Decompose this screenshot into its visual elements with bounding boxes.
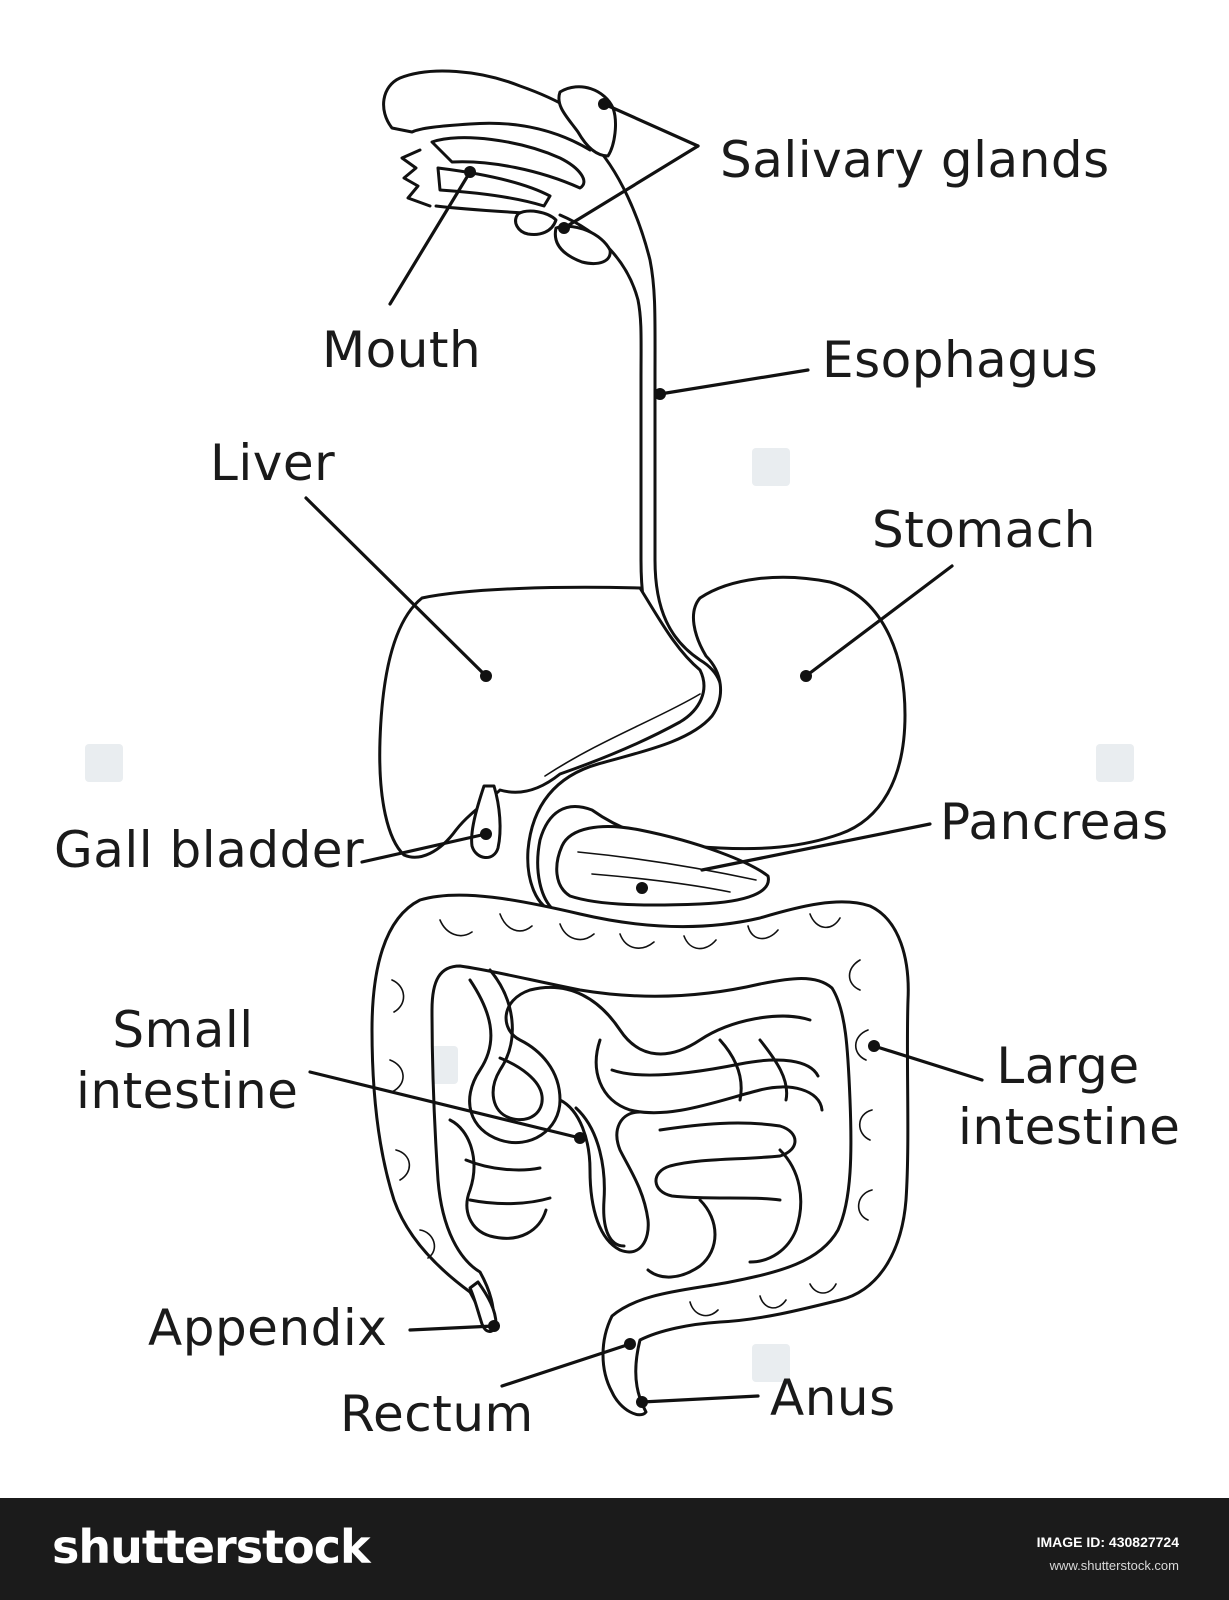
label-appendix: Appendix xyxy=(148,1299,388,1357)
pancreas-shape xyxy=(555,825,770,907)
label-stomach: Stomach xyxy=(872,501,1096,559)
shutterstock-logo: shutterstock xyxy=(52,1520,371,1574)
stomach-shape xyxy=(526,575,907,914)
label-mouth: Mouth xyxy=(322,321,482,379)
label-small-intestine-line-1: Small xyxy=(112,1001,254,1059)
label-small-intestine-line-2: intestine xyxy=(76,1062,299,1120)
label-anus: Anus xyxy=(770,1369,896,1427)
label-esophagus: Esophagus xyxy=(822,331,1099,389)
leader-dots xyxy=(464,98,880,1408)
label-gall-bladder: Gall bladder xyxy=(54,821,365,879)
label-large-intestine-line-2: intestine xyxy=(958,1098,1181,1156)
large-intestine-shape xyxy=(370,893,910,1417)
stock-url: www.shutterstock.com xyxy=(1049,1558,1179,1573)
gall-bladder-shape xyxy=(470,784,502,859)
label-large-intestine: Large intestine xyxy=(958,1036,1181,1158)
image-id-value: 430827724 xyxy=(1108,1534,1179,1550)
label-salivary-glands: Salivary glands xyxy=(720,131,1110,189)
label-pancreas: Pancreas xyxy=(940,793,1169,851)
small-intestine-shape xyxy=(448,968,824,1279)
image-id: IMAGE ID: 430827724 xyxy=(1037,1534,1179,1550)
liver-shape xyxy=(378,585,706,859)
image-id-label: IMAGE ID: xyxy=(1036,1534,1106,1550)
appendix-shape xyxy=(468,1280,498,1333)
label-liver: Liver xyxy=(210,434,336,492)
stock-footer-bar: shutterstock IMAGE ID: 430827724 www.shu… xyxy=(0,1498,1229,1600)
label-large-intestine-line-1: Large xyxy=(996,1037,1140,1095)
label-rectum: Rectum xyxy=(340,1385,534,1443)
digestive-system-diagram: Salivary glands Mouth Esophagus Liver St… xyxy=(54,69,1181,1443)
diagram-artwork xyxy=(85,69,1134,1417)
label-small-intestine: Small intestine xyxy=(76,1000,299,1122)
leader-lines xyxy=(304,102,984,1404)
